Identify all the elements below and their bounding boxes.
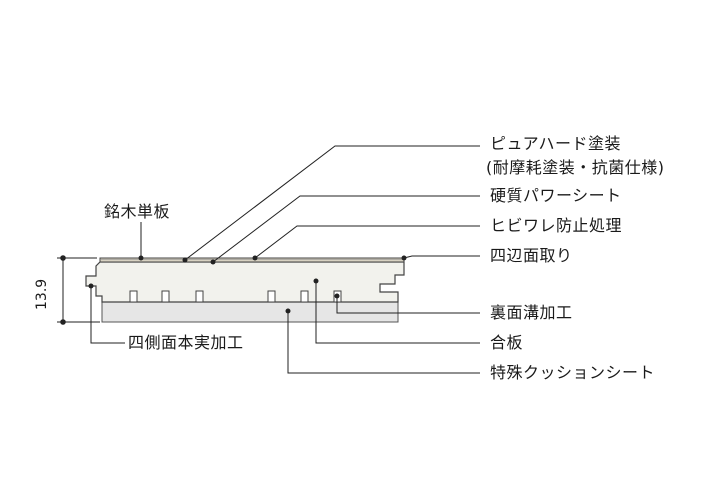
cushion-layer bbox=[101, 301, 399, 323]
label-pure-hard-coating: ピュアハード塗装 bbox=[490, 134, 622, 153]
label-crack-prevention: ヒビワレ防止処理 bbox=[490, 216, 623, 235]
leader-dots bbox=[88, 255, 407, 314]
label-chamfer: 四辺面取り bbox=[490, 246, 573, 265]
label-pure-hard-coating-sub: (耐摩耗塗装・抗菌仕様) bbox=[486, 158, 665, 177]
leader-lines bbox=[90, 145, 480, 374]
label-side-joint: 四側面本実加工 bbox=[128, 333, 244, 352]
label-hard-power-sheet: 硬質パワーシート bbox=[490, 186, 622, 205]
label-cushion-sheet: 特殊クッションシート bbox=[490, 363, 656, 382]
label-back-groove: 裏面溝加工 bbox=[490, 303, 573, 322]
veneer-layer bbox=[99, 257, 405, 263]
label-veneer: 銘木単板 bbox=[104, 202, 171, 221]
thickness-dimension bbox=[57, 255, 100, 325]
thickness-value: 13.9 bbox=[34, 278, 50, 310]
label-plywood: 合板 bbox=[490, 333, 524, 352]
